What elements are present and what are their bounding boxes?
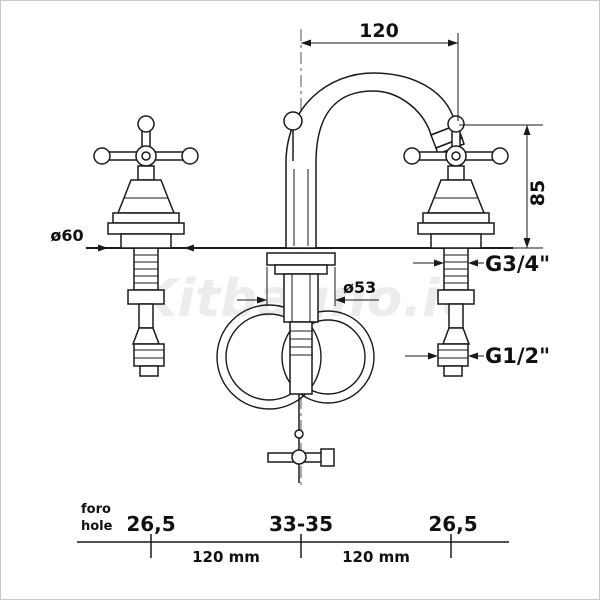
dimension-spout-height: 85 [459,124,549,249]
hose-thread-label: G1/2" [485,344,550,368]
hole-dimension-table: foro hole 26,5 33-35 26,5 120 mm 120 mm [77,502,509,566]
hole-label-english: hole [81,519,113,534]
left-hole-size: 26,5 [126,512,175,536]
hole-label-italian: foro [81,502,111,517]
popup-flange-diameter-label: ø53 [343,278,376,297]
right-hole-spacing: 120 mm [342,548,410,566]
dimension-valve-thread: G3/4" [413,252,550,276]
right-cross-handle [403,115,509,249]
spout-height-label: 85 [527,180,549,206]
dimension-popup-flange-diameter: ø53 [237,267,379,306]
right-valve-underbody [437,247,475,377]
right-hole-size: 26,5 [428,512,477,536]
escutcheon-diameter-label: ø60 [50,226,83,245]
popup-waste-assembly [266,252,336,483]
dimension-hose-thread: G1/2" [405,344,550,368]
left-cross-handle [93,115,199,249]
valve-thread-label: G3/4" [485,252,550,276]
popup-knob [283,111,303,131]
hose-loops [216,304,375,410]
dimension-spout-reach: 120 [301,20,459,121]
center-hole-size: 33-35 [269,512,333,536]
left-hole-spacing: 120 mm [192,548,260,566]
spout-reach-label: 120 [359,20,399,42]
dimension-escutcheon-diameter: ø60 [50,226,194,252]
left-valve-underbody [127,247,165,377]
